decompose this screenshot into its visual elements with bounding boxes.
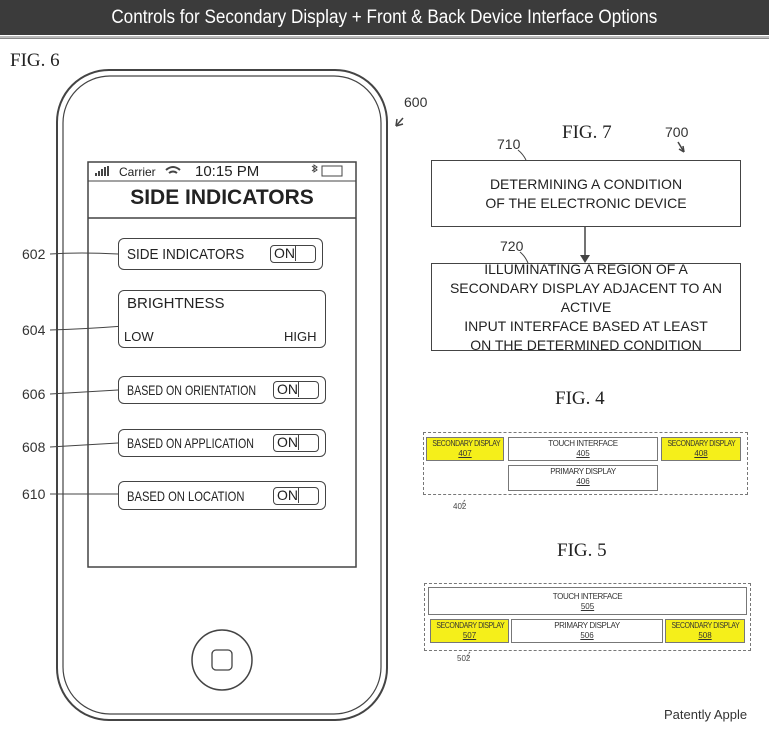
leader-lines — [49, 252, 125, 495]
cell-label: TOUCH INTERFACE — [552, 592, 623, 601]
wifi-icon — [165, 166, 181, 174]
flow-arrowhead — [580, 255, 590, 263]
fig7-ref: 700 — [665, 124, 689, 140]
credit: Patently Apple — [664, 707, 748, 722]
side-indicators-row: SIDE INDICATORS ON — [118, 238, 323, 270]
phone-screen — [87, 161, 357, 568]
cell-ref: 405 — [576, 449, 590, 458]
fig4-leader — [462, 499, 466, 507]
ref-602: 602 — [22, 246, 46, 262]
ref-608: 608 — [22, 439, 46, 455]
brightness-low: LOW — [124, 329, 154, 344]
orientation-row: BASED ON ORIENTATION ON — [118, 376, 326, 404]
side-indicators-toggle[interactable]: ON — [270, 245, 316, 263]
step-710-box: DETERMINING A CONDITION OF THE ELECTRONI… — [431, 160, 741, 227]
step-text: SECONDARY DISPLAY ADJACENT TO AN ACTIVE — [449, 279, 723, 315]
fig5-ref: 502 — [457, 654, 471, 663]
step-720-box: ILLUMINATING A REGION OF A SECONDARY DIS… — [431, 260, 741, 353]
cell-label: TOUCH INTERFACE — [548, 439, 618, 448]
fig4-ref: 402 — [453, 502, 467, 511]
status-time: 10:15 PM — [195, 163, 260, 180]
step-text: INPUT INTERFACE BASED AT LEAST — [464, 317, 708, 334]
step-710-leader — [517, 149, 527, 161]
ref-arrowhead — [395, 118, 404, 127]
fig7-label: FIG. 7 — [562, 122, 612, 143]
brightness-high: HIGH — [284, 329, 317, 344]
cell-label: SECONDARY DISPLAY — [671, 621, 740, 630]
cell-ref: 506 — [580, 631, 594, 640]
fig5-label: FIG. 5 — [557, 540, 607, 561]
screen-title: SIDE INDICATORS — [130, 186, 314, 209]
application-toggle[interactable]: ON — [273, 434, 319, 452]
step-text: ILLUMINATING A REGION OF A — [484, 260, 688, 277]
step-720-leader — [519, 251, 529, 264]
step-720-ref: 720 — [500, 238, 524, 254]
fig4-label: FIG. 4 — [555, 388, 605, 409]
status-carrier: Carrier — [119, 165, 156, 179]
application-row: BASED ON APPLICATION ON — [118, 429, 326, 457]
fig6-ref: 600 — [404, 94, 428, 110]
cell-ref: 407 — [458, 449, 472, 458]
cell-label: SECONDARY DISPLAY — [432, 439, 501, 448]
cell-ref: 508 — [698, 631, 712, 640]
location-toggle[interactable]: ON — [273, 486, 319, 505]
page-title: Controls for Secondary Display + Front &… — [0, 0, 769, 35]
cell-label: SECONDARY DISPLAY — [436, 621, 505, 630]
row-label: SIDE INDICATORS — [127, 245, 245, 263]
ref-606: 606 — [22, 386, 46, 402]
home-button — [191, 629, 253, 691]
step-text: DETERMINING A CONDITION — [489, 175, 683, 192]
step-text: OF THE ELECTRONIC DEVICE — [485, 194, 687, 211]
step-text: ON THE DETERMINED CONDITION — [470, 336, 702, 353]
fig5-leader — [467, 651, 471, 659]
title-text: Controls for Secondary Display + Front &… — [111, 7, 658, 28]
row-label: BASED ON LOCATION — [127, 487, 245, 504]
phone-outline — [56, 69, 388, 721]
orientation-toggle[interactable]: ON — [273, 381, 319, 399]
battery-icon — [321, 165, 343, 177]
phone-inner-outline — [62, 75, 382, 715]
step-710-ref: 710 — [497, 136, 521, 152]
home-square-icon — [211, 649, 233, 671]
cell-ref: 507 — [462, 631, 477, 640]
fig6-label: FIG. 6 — [10, 50, 60, 71]
cell-ref: 408 — [694, 449, 708, 458]
signal-icon — [95, 166, 109, 176]
row-label: BRIGHTNESS — [127, 295, 225, 312]
row-label: BASED ON ORIENTATION — [127, 382, 257, 398]
ref-610: 610 — [22, 486, 46, 502]
bluetooth-icon — [311, 164, 318, 173]
divider — [0, 36, 769, 39]
cell-ref: 505 — [580, 602, 595, 611]
cell-label: PRIMARY DISPLAY — [550, 467, 616, 476]
cell-label: SECONDARY DISPLAY — [667, 439, 736, 448]
brightness-row: BRIGHTNESS — [118, 290, 326, 348]
ref-arrow — [395, 117, 404, 127]
location-row: BASED ON LOCATION ON — [118, 481, 326, 510]
row-label: BASED ON APPLICATION — [127, 435, 254, 451]
cell-ref: 406 — [576, 477, 590, 486]
cell-label: PRIMARY DISPLAY — [554, 621, 620, 630]
ref-604: 604 — [22, 322, 46, 338]
